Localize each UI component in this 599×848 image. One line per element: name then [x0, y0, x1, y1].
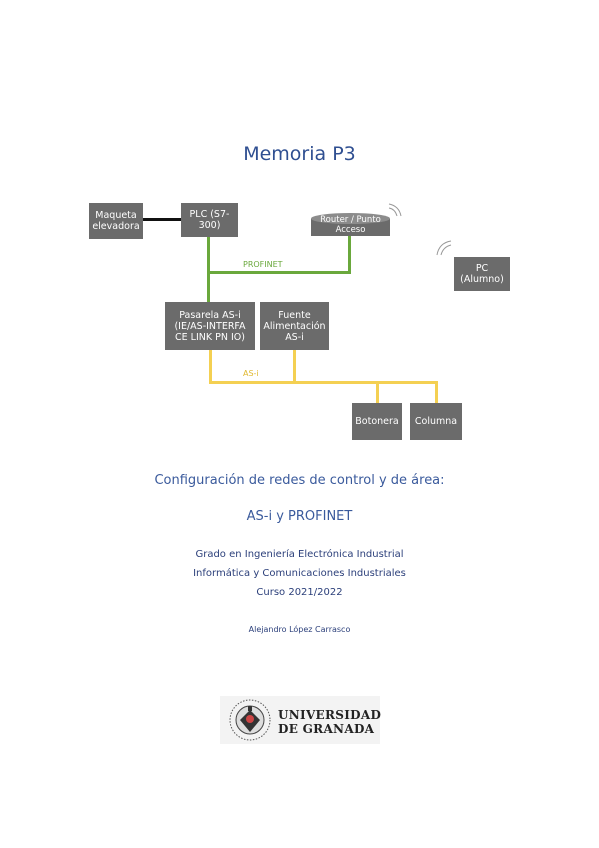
node-columna: Columna — [410, 403, 462, 440]
node-fuente: Fuente Alimentación AS-i — [260, 302, 329, 350]
router-top — [311, 213, 390, 224]
profinet-line-vertical-router — [348, 235, 351, 274]
wifi-signal-icon — [388, 203, 402, 217]
node-router: Router / Punto Acceso — [320, 214, 381, 235]
academic-year: Curso 2021/2022 — [256, 587, 343, 598]
author-name: Alejandro López Carrasco — [248, 625, 351, 634]
asi-line-vertical-fuente — [293, 350, 296, 384]
node-pasarela: Pasarela AS-i (IE/AS-INTERFA CE LINK PN … — [165, 302, 255, 350]
asi-line-horizontal — [209, 381, 438, 384]
asi-line-vertical-columna — [435, 381, 438, 403]
pc-wifi-signal-icon — [436, 240, 452, 256]
node-maqueta: Maqueta elevadora — [89, 203, 143, 239]
profinet-line-horizontal — [207, 271, 351, 274]
university-crest-icon — [229, 699, 271, 741]
subtitle-line2: AS-i y PROFINET — [246, 509, 353, 524]
logo-line2: DE GRANADA — [278, 722, 375, 736]
node-botonera: Botonera — [352, 403, 402, 440]
maqueta-plc-link — [142, 218, 182, 221]
page-title: Memoria P3 — [243, 143, 356, 165]
course-name: Informática y Comunicaciones Industriale… — [193, 568, 406, 579]
degree-name: Grado en Ingeniería Electrónica Industri… — [195, 549, 404, 560]
profinet-label: PROFINET — [243, 260, 283, 269]
subtitle-line1: Configuración de redes de control y de á… — [154, 473, 445, 488]
node-plc: PLC (S7-300) — [181, 203, 238, 237]
network-diagram: Maqueta elevadora PLC (S7-300) Router / … — [80, 195, 510, 445]
university-logo: UNIVERSIDAD DE GRANADA — [220, 696, 382, 744]
asi-label: AS-i — [243, 369, 259, 378]
logo-line1: UNIVERSIDAD — [278, 708, 382, 722]
node-pc: PC (Alumno) — [454, 257, 510, 291]
asi-line-vertical-pasarela — [209, 350, 212, 384]
profinet-line-vertical-plc — [207, 235, 210, 303]
asi-line-vertical-botonera — [376, 381, 379, 403]
